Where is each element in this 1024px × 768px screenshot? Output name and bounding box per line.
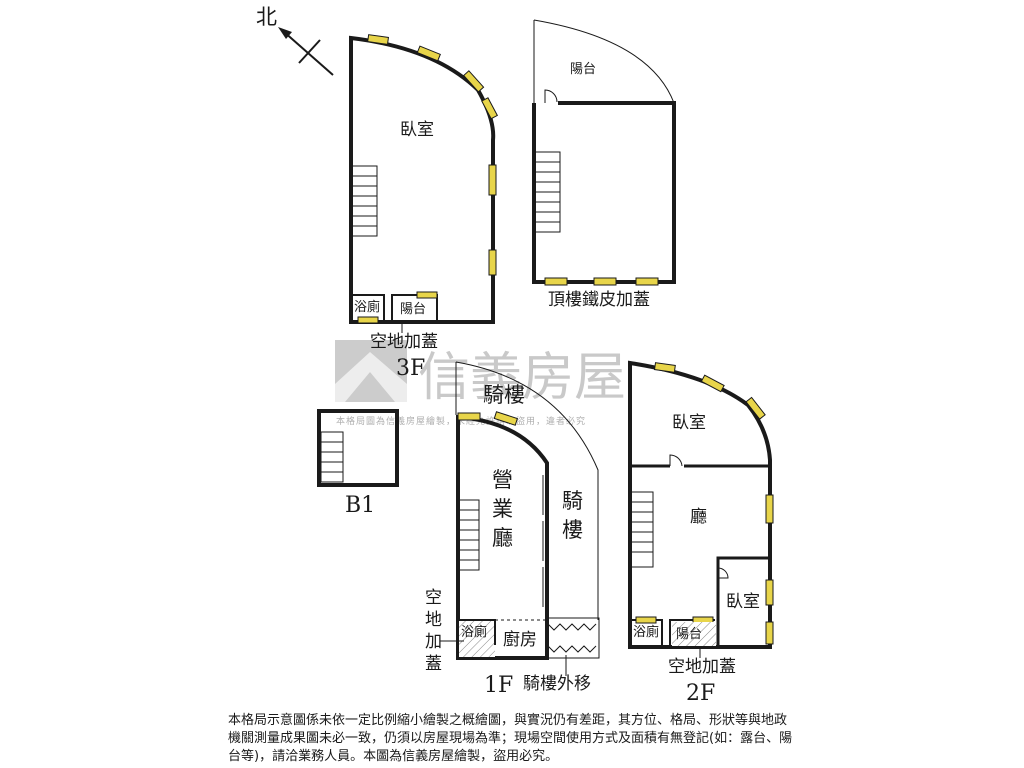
2f-bath-label: 浴廁 [633,624,659,640]
floor-1f-plan [440,361,600,676]
1f-kitchen-label: 廚房 [503,629,537,650]
b1-floor-label: B1 [345,493,375,518]
staircase-icon [458,499,480,571]
brand-logo-icon [335,340,407,402]
1f-arcade-side-char-2: 樓 [562,518,583,542]
3f-floor-label: 3F [396,356,425,381]
north-label: 北 [256,5,277,29]
roof-addition-label: 頂樓鐵皮加蓋 [548,290,650,310]
1f-floor-label: 1F [484,673,513,698]
3f-balcony-label: 陽台 [400,302,426,317]
1f-business-hall-char-3: 廳 [492,526,513,550]
1f-addition-char-4: 蓋 [425,654,442,674]
north-arrow-icon [278,27,334,76]
staircase-icon [351,165,378,237]
1f-bath-label: 浴廁 [461,624,487,640]
staircase-icon [534,151,561,233]
floor-2f-plan [628,360,774,658]
1f-arcade-top-label: 騎樓 [483,383,525,407]
3f-addition-label: 空地加蓋 [370,332,438,352]
1f-business-hall-char-1: 營 [492,468,513,492]
floor-3f-plan [349,34,499,333]
3f-bedroom-label: 臥室 [400,120,434,140]
3f-bath-label: 浴廁 [354,299,380,315]
2f-bedroom-side-label: 臥室 [726,592,760,612]
2f-living-label: 廳 [690,507,707,527]
1f-arcade-shift-label: 騎樓外移 [523,674,591,694]
1f-arcade-side-char-1: 騎 [562,489,583,513]
2f-floor-label: 2F [686,681,715,706]
disclaimer-text: 本格局示意圖係未依一定比例縮小繪製之概繪圖，與實況仍有差距，其方位、格局、形狀等… [228,713,793,764]
1f-addition-char-1: 空 [425,588,442,608]
1f-business-hall-char-2: 業 [492,497,513,521]
roof-plan [532,19,676,286]
basement-plan [317,409,399,487]
staircase-icon [320,431,344,483]
2f-bedroom-top-label: 臥室 [672,413,706,433]
2f-addition-label: 空地加蓋 [668,657,736,677]
staircase-icon [630,491,654,568]
watermark-brand: 信義房屋 [418,348,626,408]
roof-balcony-label: 陽台 [570,62,596,77]
1f-addition-char-3: 加 [425,632,442,652]
1f-addition-char-2: 地 [425,610,442,630]
2f-balcony-label: 陽台 [676,627,702,642]
